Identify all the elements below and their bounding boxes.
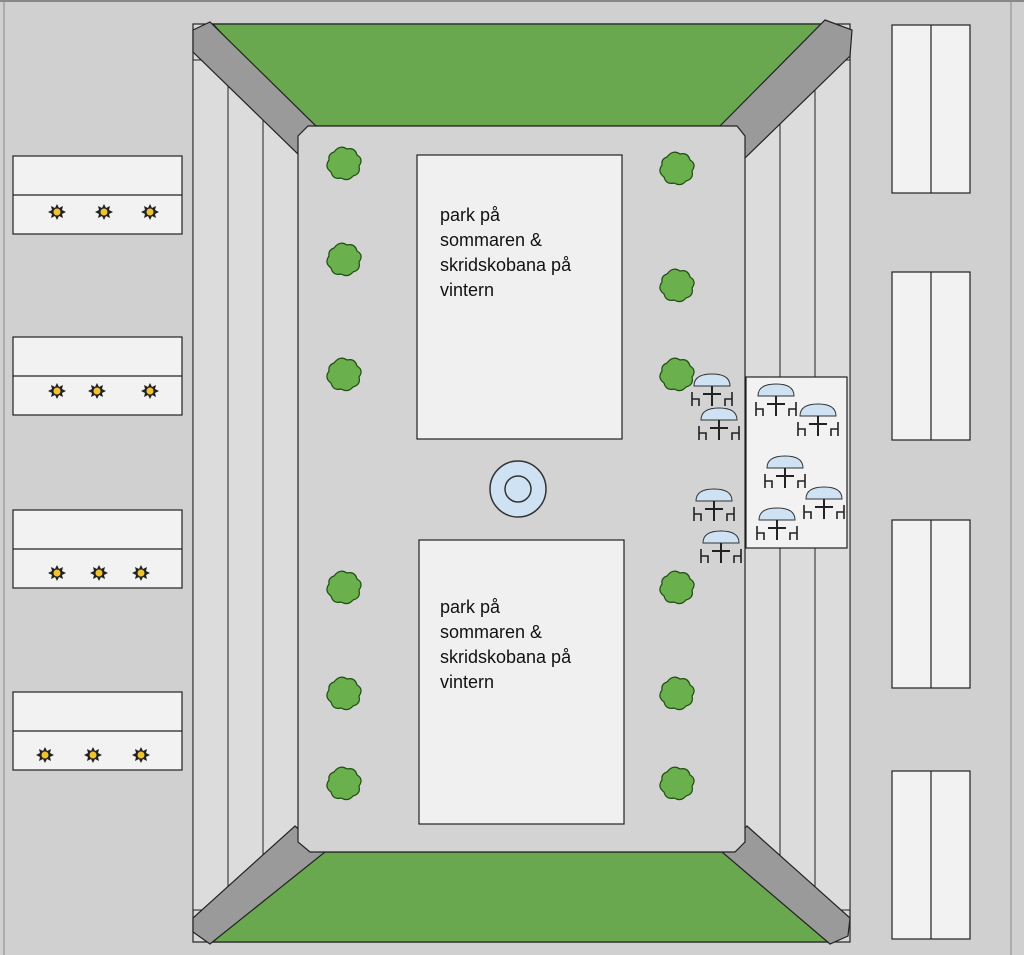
fountain-icon	[489, 460, 547, 518]
park-area-south	[418, 539, 625, 825]
east-building-4	[891, 770, 971, 940]
west-building-3	[12, 509, 183, 589]
west-building-1	[12, 155, 183, 235]
park-area-north	[416, 154, 623, 440]
ramp-north-east	[717, 19, 853, 159]
east-building-2	[891, 271, 971, 441]
west-building-2	[12, 336, 183, 416]
west-street-lanes	[192, 59, 299, 911]
park-label-south: park på sommaren & skridskobana på vinte…	[440, 597, 572, 692]
east-building-1	[891, 24, 971, 194]
park-label-north: park på sommaren & skridskobana på vinte…	[440, 205, 572, 300]
east-building-3	[891, 519, 971, 689]
west-building-4	[12, 691, 183, 771]
